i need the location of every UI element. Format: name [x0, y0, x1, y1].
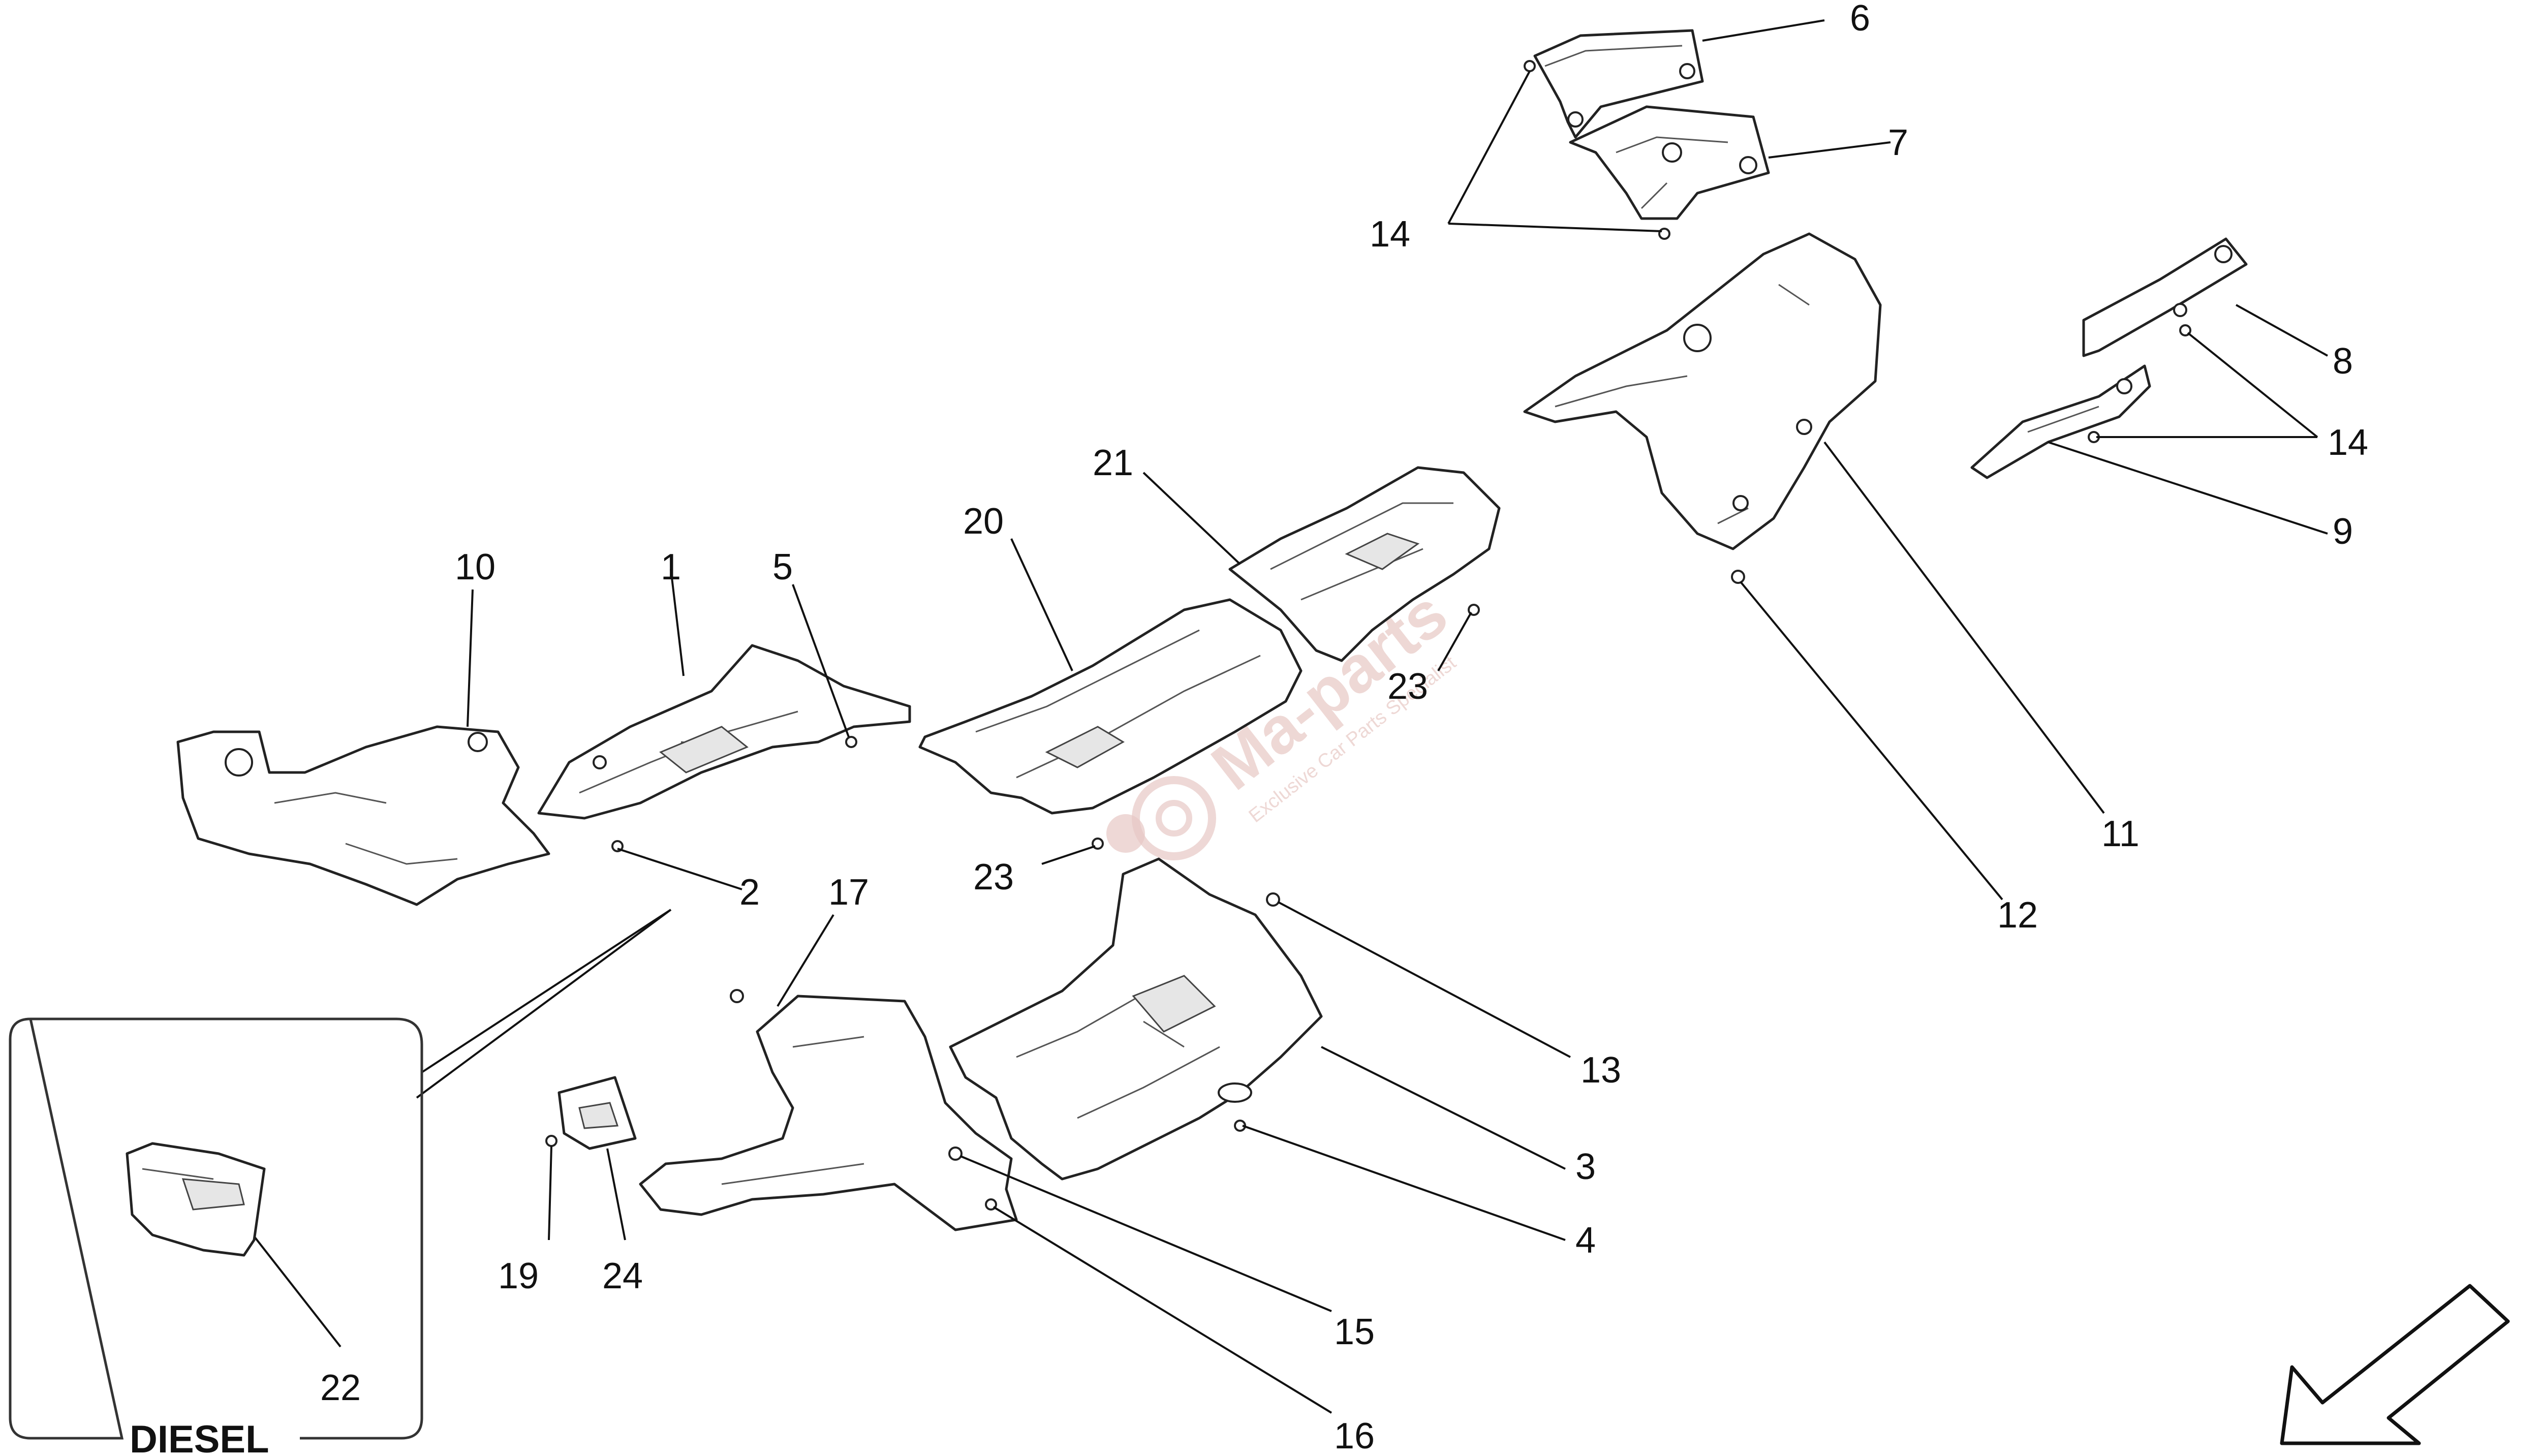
callout-7: 7: [1888, 122, 1908, 163]
callout-2: 2: [739, 872, 760, 913]
callout-20: 20: [963, 501, 1004, 542]
callout-13: 13: [1581, 1050, 1621, 1091]
callout-3: 3: [1575, 1147, 1596, 1187]
callout-21: 21: [1093, 443, 1133, 483]
part-10-heat-shield: [176, 725, 550, 906]
part-8-heat-shield: [2082, 237, 2248, 357]
callout-1: 1: [661, 547, 681, 587]
part-20-central-heat-shield: [918, 598, 1303, 815]
part-3-heat-shield: [949, 857, 1323, 1181]
callout-24: 24: [602, 1256, 643, 1296]
part-9-heat-shield: [1970, 364, 2151, 479]
part-17-heat-shield: [639, 995, 1018, 1231]
callout-23-a: 23: [973, 857, 1014, 897]
callout-19: 19: [498, 1256, 539, 1296]
callout-16: 16: [1334, 1416, 1375, 1456]
fastener-17: [730, 989, 744, 1003]
callout-9: 9: [2333, 511, 2353, 552]
fastener-5: [845, 736, 857, 748]
callout-11: 11: [2101, 814, 2140, 854]
part-22-diesel-bracket: [126, 1142, 266, 1257]
fastener-14-a: [1524, 60, 1536, 72]
callout-12: 12: [1997, 895, 2038, 936]
callout-17: 17: [828, 872, 869, 913]
watermark-logo-icon: [1106, 776, 1216, 860]
callout-23-b: 23: [1387, 666, 1428, 707]
callout-8: 8: [2333, 341, 2353, 382]
fastener-12: [1731, 570, 1745, 584]
callout-10: 10: [455, 547, 495, 587]
leader-lines: [248, 19, 2328, 1414]
fasteners: [545, 60, 2191, 1211]
part-11-large-heat-shield: [1523, 232, 1882, 550]
part-7-heat-shield-bracket: [1569, 105, 1770, 220]
callout-4: 4: [1575, 1220, 1596, 1261]
fastener-15: [948, 1147, 963, 1161]
callout-5: 5: [772, 547, 793, 587]
part-1-heat-shield: [537, 644, 911, 820]
callout-14-a: 14: [1370, 214, 1410, 255]
diesel-inset: DIESEL: [9, 1017, 423, 1456]
fastener-19: [545, 1135, 557, 1147]
callout-14-b: 14: [2328, 422, 2368, 463]
part-21-heat-shield: [1228, 466, 1501, 662]
callout-15: 15: [1334, 1312, 1375, 1352]
callout-6: 6: [1850, 0, 1870, 39]
front-direction-arrow-icon: [2280, 1284, 2510, 1445]
inset-label-diesel: DIESEL: [130, 1418, 269, 1456]
callout-labels: 1 2 3 4 5 6 7 8 9 10 11 12 13 14 14 15 1…: [320, 0, 2368, 1456]
callout-22: 22: [320, 1368, 361, 1408]
part-6-heat-shield-bracket: [1533, 29, 1704, 139]
part-24-small-bracket: [557, 1076, 637, 1150]
fastener-13: [1266, 892, 1280, 907]
